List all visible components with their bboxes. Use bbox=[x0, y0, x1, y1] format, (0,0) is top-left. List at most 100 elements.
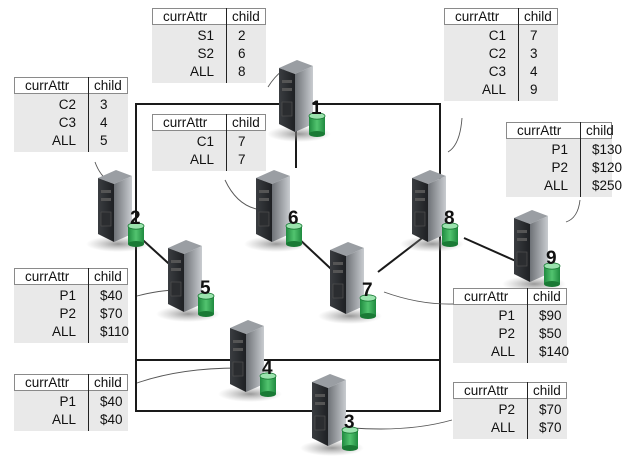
curr-attr-cell: C1 bbox=[444, 27, 506, 45]
child-cell: 4 bbox=[100, 114, 108, 132]
callout-8 bbox=[448, 118, 462, 152]
table-row: ALL$40 bbox=[14, 411, 128, 429]
server-node-4: 4 bbox=[218, 318, 298, 404]
header-curr-attr: currAttr bbox=[464, 383, 508, 399]
node-label: 2 bbox=[130, 208, 141, 230]
curr-attr-cell: ALL bbox=[453, 343, 515, 361]
server-icon bbox=[86, 168, 166, 254]
curr-attr-cell: P1 bbox=[453, 307, 515, 325]
header-child: child bbox=[94, 269, 122, 285]
header-curr-attr: currAttr bbox=[25, 375, 69, 391]
child-cell: $40 bbox=[100, 393, 123, 411]
server-node-1: 1 bbox=[267, 58, 347, 144]
table-row: ALL$250 bbox=[506, 177, 612, 195]
curr-attr-cell: P1 bbox=[14, 393, 76, 411]
table-row: P1$90 bbox=[453, 307, 567, 325]
child-cell: 7 bbox=[530, 27, 538, 45]
server-node-2: 2 bbox=[86, 168, 166, 254]
table-node-8: currAttrchildC17C23C34ALL9 bbox=[444, 8, 558, 101]
curr-attr-cell: ALL bbox=[14, 323, 76, 341]
header-child: child bbox=[232, 115, 260, 131]
header-child: child bbox=[232, 9, 260, 25]
header-curr-attr: currAttr bbox=[25, 269, 69, 285]
child-cell: $250 bbox=[592, 177, 622, 195]
curr-attr-cell: S1 bbox=[152, 27, 214, 45]
table-row: C1 7 bbox=[444, 27, 558, 45]
curr-attr-cell: C3 bbox=[444, 63, 506, 81]
table-header: currAttr child bbox=[14, 268, 128, 285]
curr-attr-cell: ALL bbox=[14, 411, 76, 429]
table-row: ALL5 bbox=[14, 132, 128, 150]
node-label: 7 bbox=[362, 280, 373, 302]
table-header: currAttrchild bbox=[14, 77, 128, 94]
table-row: ALL $110 bbox=[14, 323, 128, 341]
header-child: child bbox=[524, 9, 552, 25]
table-row: C2 3 bbox=[444, 45, 558, 63]
server-icon bbox=[400, 168, 480, 254]
header-curr-attr: currAttr bbox=[163, 115, 207, 131]
server-icon bbox=[318, 240, 398, 326]
table-header: currAttr child bbox=[152, 8, 266, 25]
header-child: child bbox=[533, 289, 561, 305]
child-cell: 7 bbox=[238, 133, 246, 151]
child-cell: $140 bbox=[539, 343, 569, 361]
table-row: S1 2 bbox=[152, 27, 266, 45]
table-row: P1 $40 bbox=[14, 393, 128, 411]
curr-attr-cell: C2 bbox=[444, 45, 506, 63]
curr-attr-cell: ALL bbox=[152, 63, 214, 81]
server-icon bbox=[502, 208, 582, 294]
table-row: P1$130 bbox=[506, 141, 612, 159]
table-row: ALL 7 bbox=[152, 151, 266, 169]
child-cell: 3 bbox=[530, 45, 538, 63]
curr-attr-cell: P2 bbox=[14, 305, 76, 323]
child-cell: $40 bbox=[100, 287, 123, 305]
server-node-9: 9 bbox=[502, 208, 582, 294]
server-node-5: 5 bbox=[156, 238, 236, 324]
node-label: 4 bbox=[262, 358, 273, 380]
table-row: P2$120 bbox=[506, 159, 612, 177]
curr-attr-cell: C2 bbox=[14, 96, 76, 114]
child-cell: $50 bbox=[539, 325, 562, 343]
node-label: 1 bbox=[311, 98, 322, 120]
child-cell: $70 bbox=[539, 401, 562, 419]
child-cell: 7 bbox=[238, 151, 246, 169]
node-label: 5 bbox=[200, 278, 211, 300]
child-cell: $70 bbox=[539, 419, 562, 437]
child-cell: 2 bbox=[238, 27, 246, 45]
server-icon bbox=[300, 372, 380, 458]
table-header: currAttr child bbox=[152, 114, 266, 131]
header-curr-attr: currAttr bbox=[163, 9, 207, 25]
header-child: child bbox=[94, 375, 122, 391]
table-header: currAttr child bbox=[14, 374, 128, 391]
server-icon bbox=[156, 238, 236, 324]
header-child: child bbox=[533, 383, 561, 399]
server-icon bbox=[267, 58, 347, 144]
header-child: child bbox=[586, 123, 614, 139]
child-cell: 9 bbox=[530, 81, 538, 99]
child-cell: 6 bbox=[238, 45, 246, 63]
child-cell: $110 bbox=[100, 323, 129, 341]
server-node-7: 7 bbox=[318, 240, 398, 326]
curr-attr-cell: P1 bbox=[506, 141, 568, 159]
curr-attr-cell: C3 bbox=[14, 114, 76, 132]
curr-attr-cell: ALL bbox=[453, 419, 515, 437]
table-node-9: currAttrchildP1$130P2$120ALL$250 bbox=[506, 122, 612, 197]
table-header: currAttrchild bbox=[444, 8, 558, 25]
table-row: ALL 8 bbox=[152, 63, 266, 81]
server-node-8: 8 bbox=[400, 168, 480, 254]
curr-attr-cell: C1 bbox=[152, 133, 214, 151]
node-label: 6 bbox=[288, 208, 299, 230]
curr-attr-cell: ALL bbox=[152, 151, 214, 169]
header-child: child bbox=[94, 78, 122, 94]
child-cell: 5 bbox=[100, 132, 108, 150]
child-cell: 8 bbox=[238, 63, 246, 81]
table-row: P1$40 bbox=[14, 287, 128, 305]
